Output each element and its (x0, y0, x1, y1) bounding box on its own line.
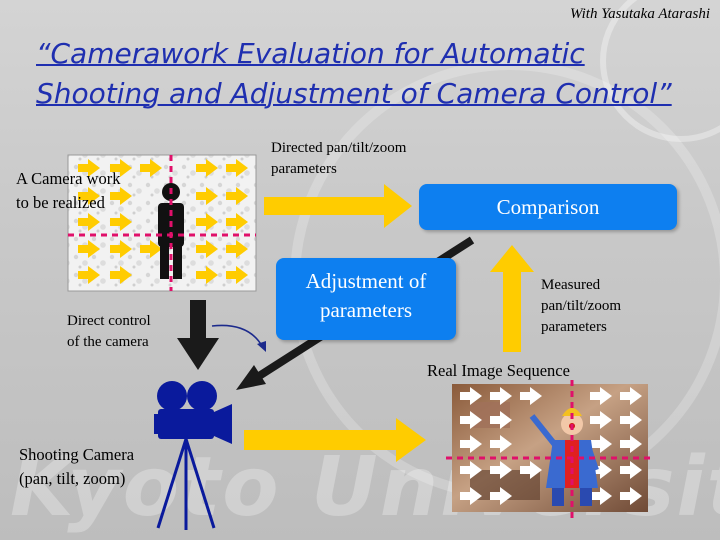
curved-arrow (211, 324, 266, 352)
real-image-sequence (446, 380, 654, 520)
shooting-camera-label-line1: Shooting Camera (19, 445, 135, 464)
measured-parameters-label: Measured pan/tilt/zoom parameters (541, 275, 621, 338)
measured-label-line3: parameters (541, 319, 607, 335)
adjustment-box-line1: Adjustment of (305, 269, 427, 293)
camera-work-label-line2: to be realized (16, 193, 105, 212)
direct-control-label-line1: Direct control (67, 313, 151, 329)
shooting-camera-label-line2: (pan, tilt, zoom) (19, 469, 126, 488)
direct-control-arrow (177, 300, 219, 370)
directed-parameters-arrow (264, 184, 412, 228)
adjustment-box: Adjustment of parameters (276, 258, 456, 340)
camera-work-label: A Camera work to be realized (16, 167, 120, 215)
capture-arrow (244, 418, 426, 462)
directed-label-line1: Directed pan/tilt/zoom (271, 140, 407, 156)
comparison-box: Comparison (419, 184, 677, 230)
adjustment-box-line2: parameters (319, 298, 413, 322)
directed-label-line2: parameters (271, 161, 337, 177)
camera-work-image (67, 154, 257, 292)
camera-work-label-line1: A Camera work (16, 169, 121, 188)
measured-label-line1: Measured (541, 277, 601, 293)
directed-parameters-label: Directed pan/tilt/zoom parameters (271, 138, 406, 180)
shooting-camera-icon (154, 381, 232, 530)
measured-parameters-arrow (490, 245, 534, 352)
credit-line: With Yasutaka Atarashi (569, 6, 710, 22)
direct-control-label: Direct control of the camera (67, 311, 151, 353)
direct-control-label-line2: of the camera (67, 334, 149, 350)
shooting-camera-label: Shooting Camera (pan, tilt, zoom) (19, 443, 134, 491)
measured-label-line2: pan/tilt/zoom (541, 298, 621, 314)
slide-title: “Camerawork Evaluation for Automatic Sho… (36, 37, 672, 110)
real-image-sequence-label: Real Image Sequence (427, 361, 570, 380)
watermark-seal-small (600, 0, 720, 142)
